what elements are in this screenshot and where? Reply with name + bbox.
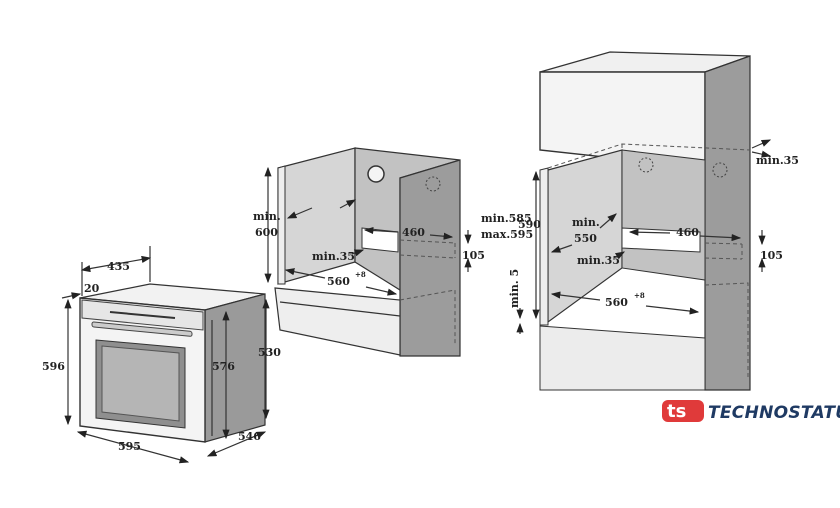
logo-name: TECHNOSTATUS <box>708 403 840 423</box>
undercounter-max-range-label: max.595 <box>481 228 533 241</box>
column-tolerance-label: +8 <box>634 291 645 300</box>
niche-height-label: 530 <box>258 346 281 359</box>
logo-mark-icon <box>662 400 704 422</box>
oven-depth-label: 546 <box>238 430 261 443</box>
undercounter-min-label: min. <box>253 210 281 223</box>
undercounter-rail-width-label: 460 <box>402 226 425 239</box>
undercounter-width-label: 560 <box>327 275 350 288</box>
column-min-gap-label: min.35 <box>577 254 620 267</box>
column-height-label: 590 <box>518 218 541 231</box>
oven-depth-top-label: 435 <box>107 260 130 273</box>
undercounter-cabinet-drawing <box>274 147 461 357</box>
column-width-label: 560 <box>605 296 628 309</box>
undercounter-tolerance-label: +8 <box>355 270 366 279</box>
column-top-gap-label: min.35 <box>756 154 799 167</box>
column-min-label: min. <box>572 216 600 229</box>
undercounter-min-range-label: min.585 <box>481 212 532 225</box>
oven-inner-height-label: 576 <box>212 360 235 373</box>
column-vent-height-label: 105 <box>760 249 783 262</box>
oven-width-label: 595 <box>118 440 141 453</box>
logo-mark-text: ts <box>667 401 686 422</box>
undercounter-min-height-label: 600 <box>255 226 278 239</box>
column-rail-width-label: 460 <box>676 226 699 239</box>
oven-height-label: 596 <box>42 360 65 373</box>
technostatus-logo: ts TECHNOSTATUS <box>662 400 840 423</box>
undercounter-vent-height-label: 105 <box>462 249 485 262</box>
column-min-depth-label: 550 <box>574 232 597 245</box>
oven-drawing <box>79 283 266 443</box>
column-bottom-gap-label: min. 5 <box>508 269 521 308</box>
oven-panel-label: 20 <box>84 282 100 295</box>
column-cabinet-drawing <box>539 51 751 391</box>
undercounter-min-gap-label: min.35 <box>312 250 355 263</box>
